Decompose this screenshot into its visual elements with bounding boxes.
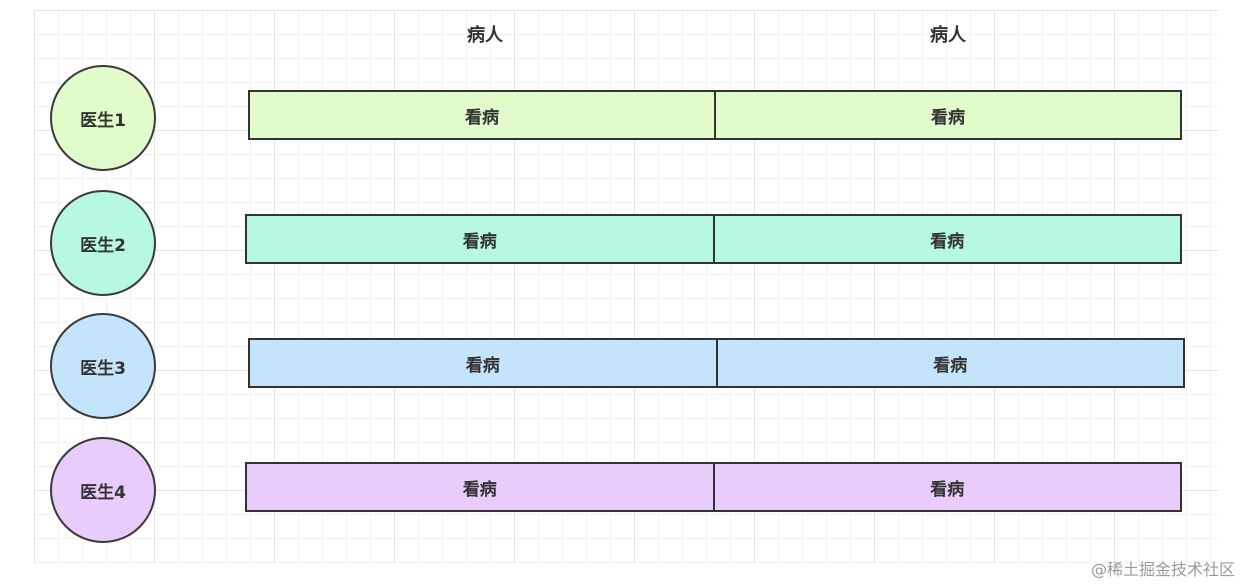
visit-segment: 看病 (462, 479, 497, 500)
visit-segment: 看病 (712, 216, 1181, 262)
doctor-node-2: 医生2 (50, 190, 156, 296)
visit-bar-2: 看病 看病 (245, 214, 1182, 264)
visit-segment: 看病 (714, 92, 1180, 138)
column-header-patient-2: 病人 (930, 25, 966, 46)
visit-bar-3: 看病 看病 (248, 338, 1185, 388)
column-header-patient-1: 病人 (467, 25, 503, 46)
visit-segment: 看病 (715, 340, 1184, 386)
doctor-node-3: 医生3 (50, 313, 156, 419)
watermark: @稀土掘金技术社区 (1090, 560, 1235, 579)
visit-segment: 看病 (465, 107, 499, 128)
doctor-node-4: 医生4 (50, 437, 156, 543)
doctor-node-1: 医生1 (50, 65, 156, 171)
visit-segment: 看病 (712, 464, 1181, 510)
visit-segment: 看病 (465, 355, 500, 376)
visit-segment: 看病 (462, 231, 497, 252)
visit-bar-1: 看病 看病 (248, 90, 1182, 140)
visit-bar-4: 看病 看病 (245, 462, 1182, 512)
